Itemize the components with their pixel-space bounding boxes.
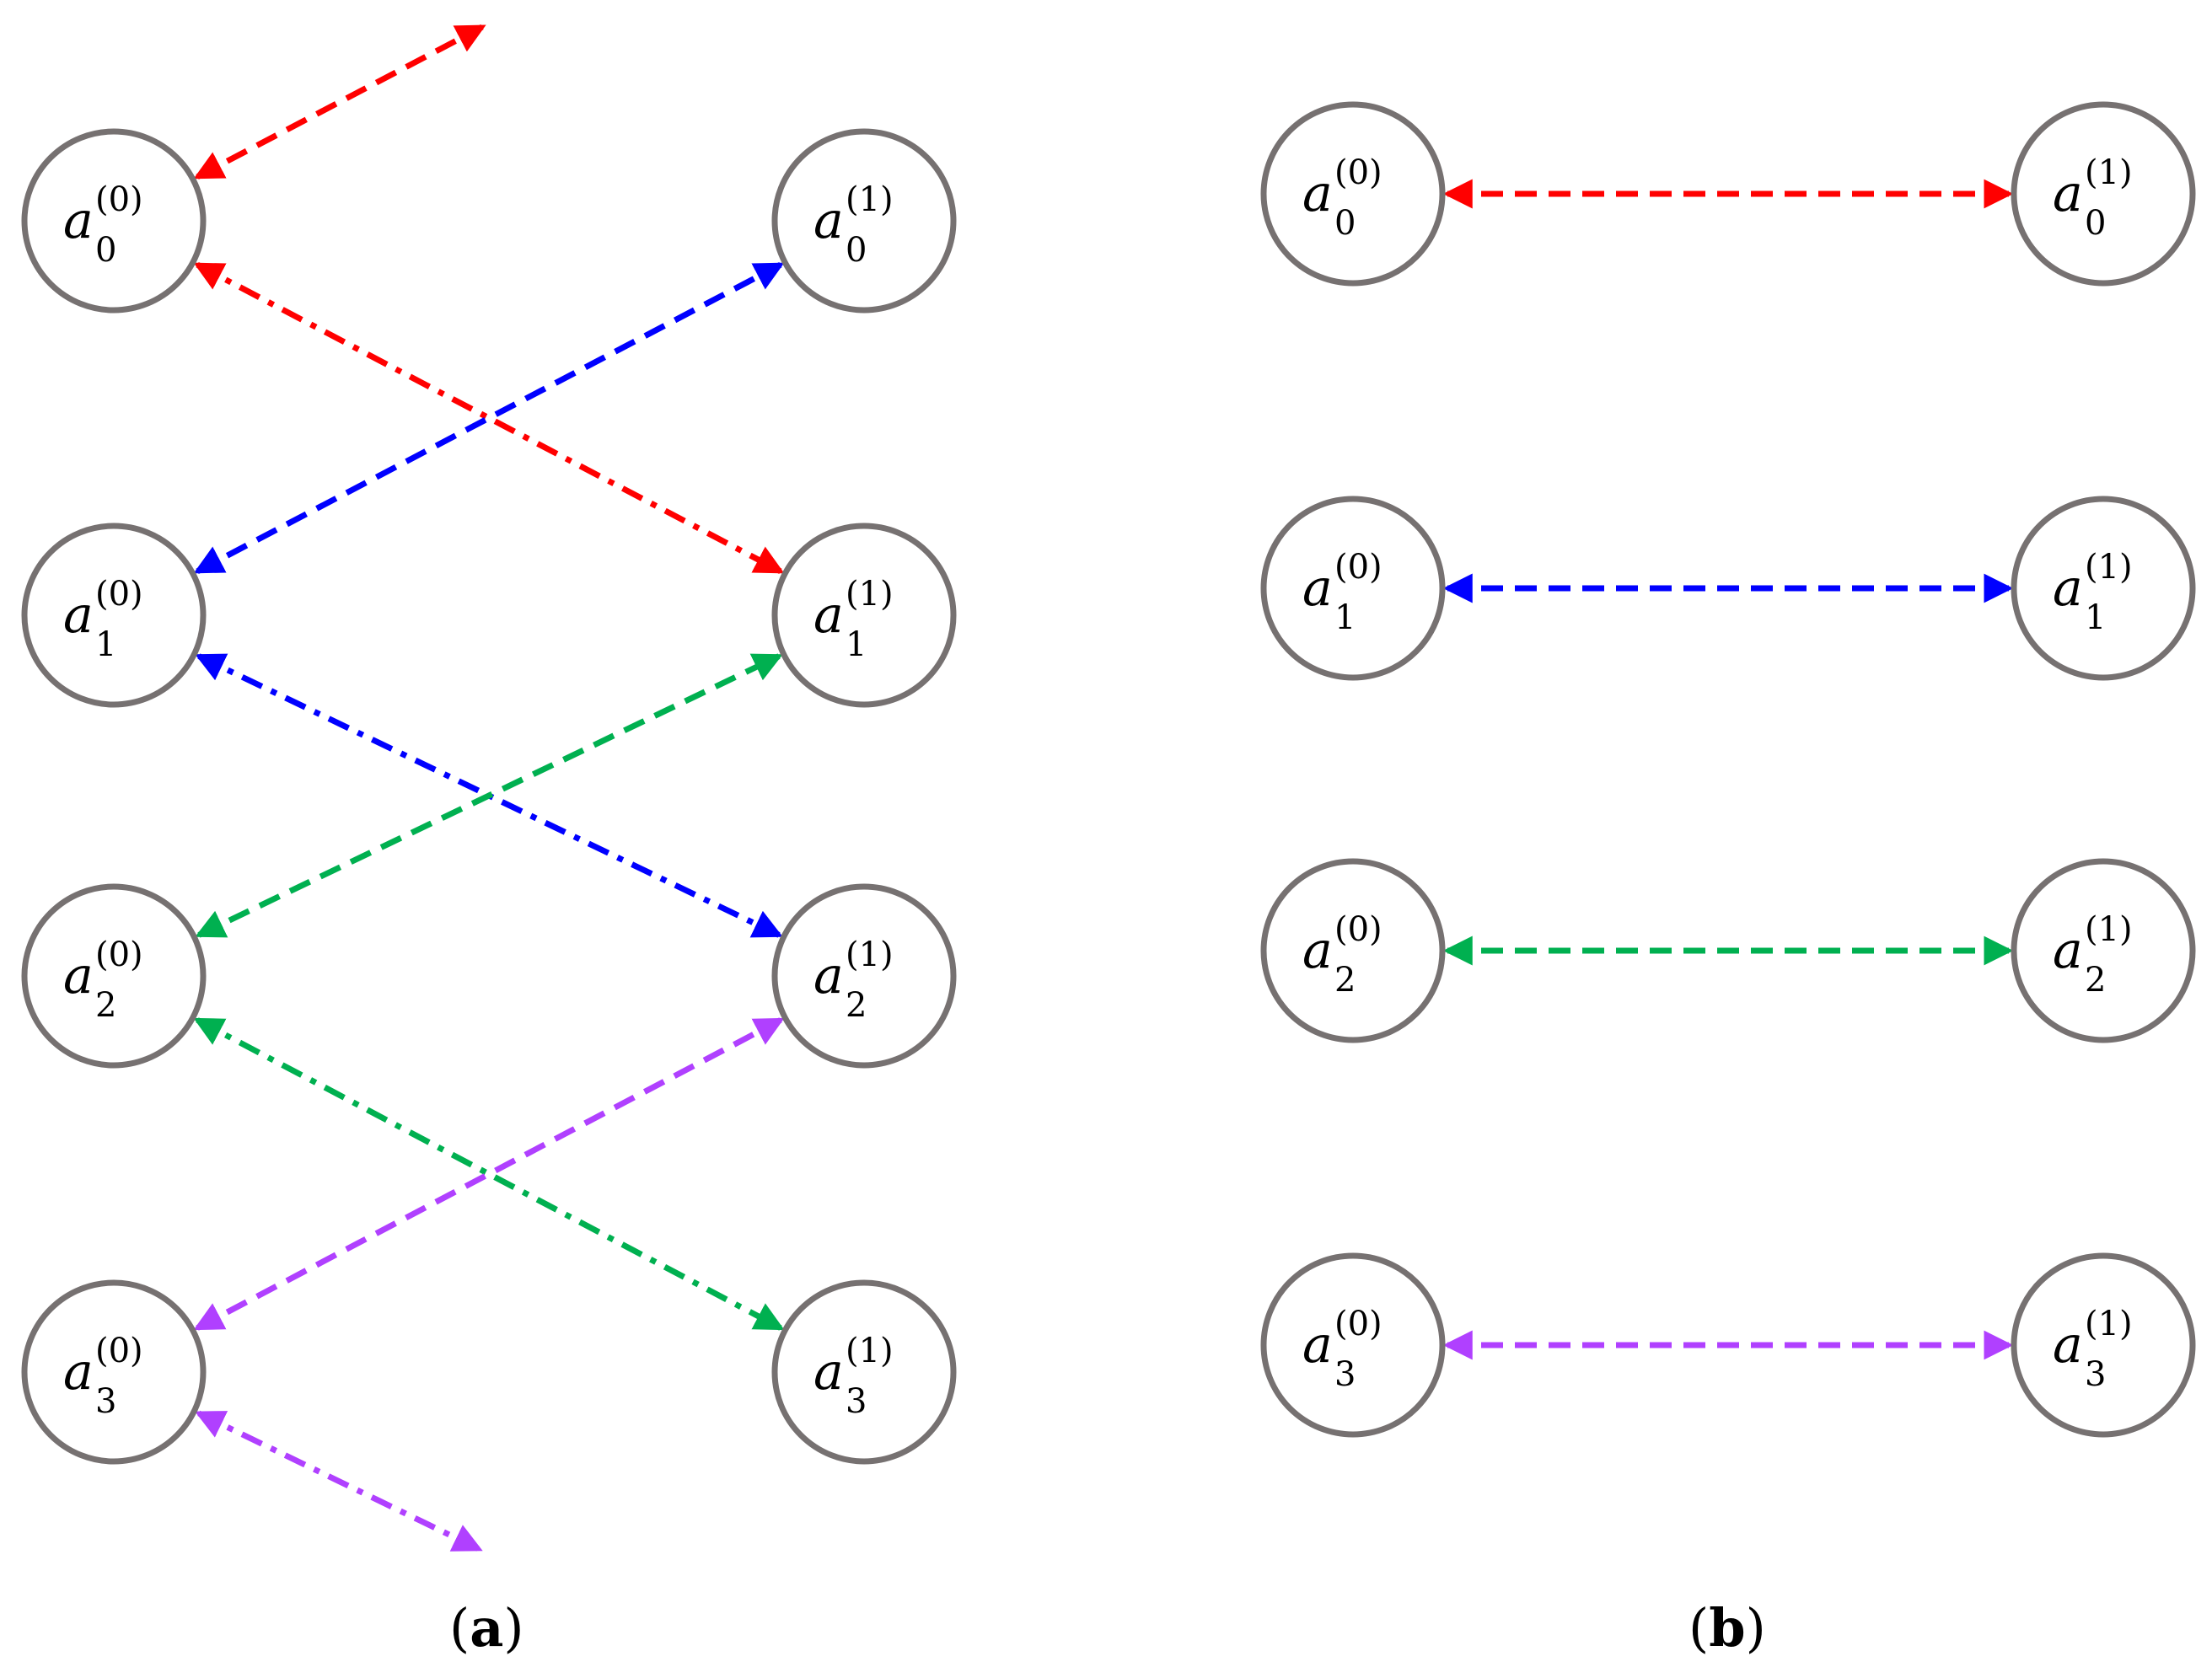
node-label-subscript: 3 xyxy=(2085,1355,2106,1394)
node-circle xyxy=(1260,858,1446,1043)
node-label-base: a xyxy=(813,946,844,1005)
node-label-subscript: 0 xyxy=(95,231,116,270)
node-label-subscript: 1 xyxy=(95,625,116,664)
node-label-subscript: 2 xyxy=(2085,961,2106,1000)
node-label-superscript: (0) xyxy=(95,575,143,614)
node-label-subscript: 3 xyxy=(846,1382,867,1421)
node-circle xyxy=(1260,496,1446,681)
panel-b-caption-open: ( xyxy=(1689,1597,1710,1659)
node-label-superscript: (0) xyxy=(95,1332,143,1370)
edge-a-green-dashed xyxy=(195,653,783,938)
node-circle xyxy=(21,883,207,1069)
node-b-right-0: a(1) 0 xyxy=(2011,101,2196,287)
node-label-subscript: 1 xyxy=(1334,598,1356,637)
panel-a-caption-open: ( xyxy=(449,1597,470,1659)
edges-layer xyxy=(193,24,2014,1552)
node-a-right-0: a(1) 0 xyxy=(771,128,957,314)
node-label-subscript: 0 xyxy=(2085,204,2106,243)
node-label-subscript: 2 xyxy=(846,986,867,1025)
node-circle xyxy=(771,523,957,708)
node-circle xyxy=(21,1279,207,1465)
node-label-subscript: 2 xyxy=(95,986,116,1025)
node-label-base: a xyxy=(2053,921,2083,980)
node-label-superscript: (1) xyxy=(846,1332,894,1370)
node-label-superscript: (0) xyxy=(95,935,143,974)
node-label-base: a xyxy=(2053,559,2083,618)
node-label-subscript: 0 xyxy=(846,231,867,270)
node-label-subscript: 1 xyxy=(846,625,867,664)
node-label-subscript: 0 xyxy=(1334,204,1356,243)
node-b-right-2: a(1) 2 xyxy=(2011,858,2196,1043)
panel-b-caption: (b) xyxy=(1689,1597,1766,1659)
node-circle xyxy=(2011,1252,2196,1438)
node-circle xyxy=(1260,101,1446,287)
node-circle xyxy=(21,523,207,708)
node-label-base: a xyxy=(63,946,94,1005)
node-label-superscript: (0) xyxy=(1334,1305,1382,1343)
node-label-base: a xyxy=(63,586,94,645)
node-circle xyxy=(771,883,957,1069)
node-label-base: a xyxy=(1302,164,1333,223)
edge-a-red-dashed xyxy=(193,24,486,180)
node-label-superscript: (1) xyxy=(2085,153,2133,192)
edge-a-blue-dashed xyxy=(193,262,785,574)
node-circle xyxy=(1260,1252,1446,1438)
node-label-base: a xyxy=(1302,1316,1333,1375)
node-circle xyxy=(2011,496,2196,681)
node-label-superscript: (1) xyxy=(846,935,894,974)
node-b-right-1: a(1) 1 xyxy=(2011,496,2196,681)
node-label-base: a xyxy=(813,1343,844,1402)
node-circle xyxy=(21,128,207,314)
node-label-superscript: (0) xyxy=(95,180,143,219)
node-label-subscript: 3 xyxy=(95,1382,116,1421)
node-label-base: a xyxy=(813,191,844,250)
panel-b-caption-letter: b xyxy=(1709,1597,1746,1659)
node-label-superscript: (0) xyxy=(1334,548,1382,587)
node-a-left-1: a(0) 1 xyxy=(21,523,207,708)
node-label-superscript: (0) xyxy=(1334,910,1382,949)
node-label-base: a xyxy=(813,586,844,645)
node-label-subscript: 2 xyxy=(1334,961,1356,1000)
node-label-superscript: (1) xyxy=(2085,1305,2133,1343)
edge-a-purple-dashdot xyxy=(195,1410,483,1552)
node-label-base: a xyxy=(1302,921,1333,980)
node-circle xyxy=(771,1279,957,1465)
edge-a-purple-dashed xyxy=(193,1017,785,1331)
node-circle xyxy=(771,128,957,314)
node-label-base: a xyxy=(2053,1316,2083,1375)
node-label-superscript: (1) xyxy=(846,180,894,219)
node-label-base: a xyxy=(63,1343,94,1402)
panel-a-caption-letter: a xyxy=(470,1597,504,1659)
panel-b-caption-close: ) xyxy=(1745,1597,1766,1659)
node-label-superscript: (1) xyxy=(846,575,894,614)
node-label-base: a xyxy=(63,191,94,250)
node-a-right-3: a(1) 3 xyxy=(771,1279,957,1465)
node-a-left-3: a(0) 3 xyxy=(21,1279,207,1465)
node-label-superscript: (0) xyxy=(1334,153,1382,192)
node-b-left-0: a(0) 0 xyxy=(1260,101,1446,287)
node-a-left-0: a(0) 0 xyxy=(21,128,207,314)
node-a-left-2: a(0) 2 xyxy=(21,883,207,1069)
node-b-left-2: a(0) 2 xyxy=(1260,858,1446,1043)
node-label-base: a xyxy=(1302,559,1333,618)
node-label-base: a xyxy=(2053,164,2083,223)
panel-a-caption-close: ) xyxy=(503,1597,524,1659)
node-label-superscript: (1) xyxy=(2085,548,2133,587)
node-circle xyxy=(2011,858,2196,1043)
node-b-right-3: a(1) 3 xyxy=(2011,1252,2196,1438)
node-a-right-1: a(1) 1 xyxy=(771,523,957,708)
node-label-subscript: 1 xyxy=(2085,598,2106,637)
node-a-right-2: a(1) 2 xyxy=(771,883,957,1069)
node-b-left-1: a(0) 1 xyxy=(1260,496,1446,681)
node-label-subscript: 3 xyxy=(1334,1355,1356,1394)
node-circle xyxy=(2011,101,2196,287)
panel-a-caption: (a) xyxy=(449,1597,524,1659)
node-b-left-3: a(0) 3 xyxy=(1260,1252,1446,1438)
node-label-superscript: (1) xyxy=(2085,910,2133,949)
